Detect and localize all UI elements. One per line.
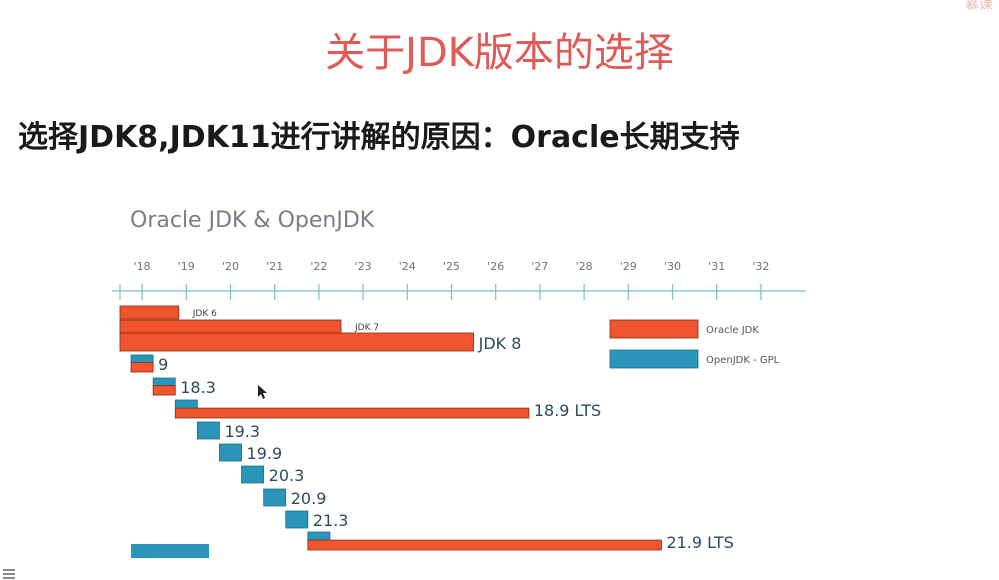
legend-label: Oracle JDK: [706, 325, 759, 336]
bar-label: 20.3: [269, 466, 305, 485]
slide-nav-icon[interactable]: [2, 568, 16, 580]
oracle-bar: [152, 385, 176, 396]
oracle-bar: [119, 319, 342, 334]
mouse-cursor-icon: [258, 385, 267, 399]
menu-icon: [3, 569, 15, 579]
openjdk-bar: [130, 354, 154, 364]
bar-label: 21.9 LTS: [666, 533, 733, 552]
bar-label: 18.3: [180, 378, 216, 397]
bar-label: JDK 8: [478, 334, 522, 353]
x-tick-label: '22: [310, 260, 327, 273]
x-tick-label: '26: [487, 260, 504, 273]
x-tick-label: '27: [531, 260, 548, 273]
bar-label: 9: [158, 355, 168, 374]
oracle-bar: [307, 539, 662, 551]
openjdk-bar: [241, 465, 265, 484]
oracle-bar: [130, 362, 154, 373]
x-tick-label: '32: [752, 260, 769, 273]
openjdk-bar: [285, 510, 309, 529]
legend-swatch: [609, 349, 699, 369]
page-subtitle: 选择JDK8,JDK11进行讲解的原因：Oracle长期支持: [18, 120, 740, 155]
watermark-logo: 慕课: [965, 0, 993, 13]
x-tick-label: '20: [222, 260, 239, 273]
bar-label: 21.3: [313, 511, 349, 530]
bar-label: JDK 6: [192, 309, 217, 319]
page-title: 关于JDK版本的选择: [325, 30, 674, 76]
x-tick-label: '23: [355, 260, 372, 273]
bar-label: 18.9 LTS: [534, 401, 601, 420]
openjdk-bar: [263, 488, 287, 507]
openjdk-bar-partial: [131, 544, 209, 558]
x-tick-label: '29: [620, 260, 637, 273]
x-tick-label: '28: [576, 260, 593, 273]
oracle-bar: [174, 407, 530, 419]
x-tick-label: '21: [266, 260, 283, 273]
x-tick-label: '25: [443, 260, 460, 273]
x-tick-label: '30: [664, 260, 681, 273]
x-tick-label: '31: [708, 260, 725, 273]
openjdk-bar: [174, 399, 198, 410]
chart-title: Oracle JDK & OpenJDK: [130, 208, 375, 233]
legend-swatch: [609, 319, 699, 339]
openjdk-bar: [307, 531, 331, 542]
x-tick-label: '18: [134, 260, 151, 273]
openjdk-bar: [152, 377, 176, 387]
bar-label: 19.3: [224, 422, 260, 441]
bar-label: JDK 7: [354, 323, 379, 333]
oracle-bar: [119, 305, 180, 320]
x-tick-label: '24: [399, 260, 416, 273]
x-tick-label: '19: [178, 260, 195, 273]
bar-label: 19.9: [247, 444, 283, 463]
openjdk-bar: [196, 421, 220, 440]
oracle-bar: [119, 332, 475, 352]
legend-label: OpenJDK - GPL: [706, 355, 780, 366]
bar-label: 20.9: [291, 489, 327, 508]
openjdk-bar: [219, 443, 242, 462]
